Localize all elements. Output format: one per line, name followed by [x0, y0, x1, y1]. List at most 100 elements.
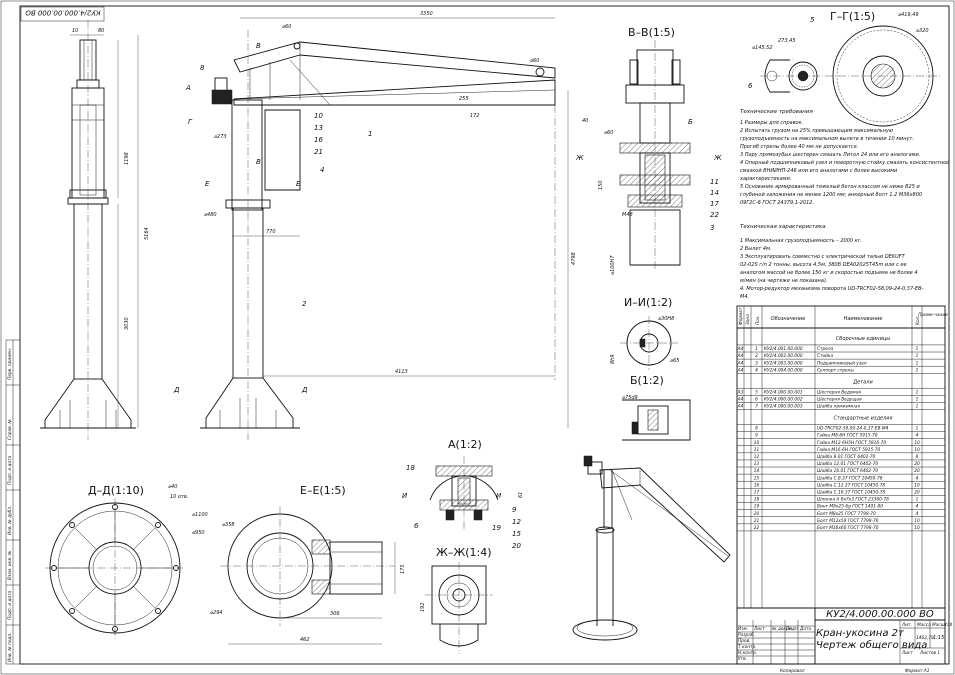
section-vv: В–В(1:5) 40 ⌀60 150 M48 ⌀100H7 Б Ж Ж 11 …: [575, 26, 722, 275]
side-label-3: Инв. № дубл.: [7, 506, 13, 535]
dim-vv-d60: ⌀60: [604, 130, 613, 136]
spec-cell-pos: 10: [754, 440, 760, 446]
spec-cell-qty: 4: [916, 511, 919, 517]
section-gg: Г–Г(1:5) ⌀419,49 ⌀320 ⌀145,52 273,45 5 6: [748, 10, 940, 127]
view-title-gg: Г–Г(1:5): [830, 10, 875, 23]
spec-cell-pos: 12: [754, 454, 760, 460]
char-line-5: аналогом массой не более 150 кг и скорос…: [740, 270, 918, 276]
char-line-4: 02-02S г/п 2 тонны, высота 4,5м, 380В DE…: [740, 262, 907, 268]
title-name-1: Кран-укосина 2т: [816, 628, 905, 639]
spec-cell-qty: 1: [916, 367, 919, 373]
side-view: 10 80 1198 3030 5164: [40, 20, 150, 440]
spec-cell-name: Стойка: [817, 353, 834, 359]
title-sheet: Лист: [901, 650, 913, 656]
title-role-ncontr: Н.контр.: [738, 650, 757, 656]
side-label-4: Взам. инв. №: [7, 550, 13, 580]
sec-letter-d: Д: [173, 386, 180, 394]
spec-cell-name: Шайба С.16.37 ГОСТ 10450-78: [817, 490, 885, 496]
note-line-1: 1 Размеры для справок.: [740, 120, 803, 126]
spec-cell-pos: 11: [754, 447, 760, 453]
spec-cell-qty: 10: [914, 525, 920, 531]
dim-vv-150: 150: [598, 180, 604, 190]
spec-cell-pos: 8: [755, 426, 758, 432]
dim-gg-d145: ⌀145,52: [752, 45, 773, 51]
spec-cell-format: A4: [737, 404, 744, 410]
char-line-2: 2 Вылет 4м.: [740, 246, 771, 252]
spec-cell-qty: 1: [916, 346, 919, 352]
note-line-4: Прогиб стрелы более 40 мм не допускается…: [740, 144, 858, 150]
dim-ii-d65: ⌀65: [670, 358, 679, 364]
spec-cell-name: Гайка М8-6Н ГОСТ 5915-70: [817, 433, 878, 439]
spec-cell-designation: КУ2/4.002.00.000: [764, 353, 803, 359]
spec-cell-name: Шайба 8.01 ГОСТ 6402-70: [817, 454, 876, 460]
section-b: Б(1:2) ⌀75d9: [622, 374, 691, 441]
title-scale-hdr: Масштаб: [932, 622, 953, 628]
spec-cell-name: Гайка М16-6Н ГОСТ 5915-70: [817, 447, 880, 453]
spec-cell-qty: 20: [914, 461, 920, 467]
dim-ee-d358: ⌀358: [222, 522, 235, 528]
notes-block: Технические требования 1 Размеры для спр…: [739, 109, 950, 300]
view-title-zz: Ж–Ж(1:4): [436, 546, 491, 559]
dim-gg-273: 273,45: [778, 38, 796, 44]
callout-21: 21: [314, 148, 323, 156]
spec-cell-name: Шайба прижимная: [817, 404, 860, 410]
sec-letter-a: А: [185, 84, 191, 92]
dim-total-length: 3350: [420, 11, 433, 17]
side-label-5: Подп. и дата: [7, 590, 13, 620]
section-ee: Е–Е(1:5) ⌀358 ⌀294 306 462 175: [210, 484, 406, 645]
callout-vv-14: 14: [710, 189, 719, 197]
view-title-bb: Б(1:2): [630, 374, 664, 387]
inner-frame: [19, 5, 950, 665]
spec-cell-format: A4: [737, 367, 744, 373]
spec-cell-qty: 1: [916, 426, 919, 432]
footer-format: Формат A1: [905, 668, 930, 674]
title-role-dev: Разраб.: [738, 632, 755, 638]
spec-hdr-note: Приме-чание: [918, 312, 948, 318]
callout-1: 1: [368, 130, 372, 138]
spec-cell-qty: 1: [916, 353, 919, 359]
title-code: КУ2/4.000.00.000 ВО: [826, 609, 934, 620]
title-role-izm: Изм.: [738, 626, 748, 632]
view-title-ee: Е–Е(1:5): [300, 484, 346, 497]
title-name-2: Чертеж общего вида: [816, 639, 927, 651]
sec-letter-i-r: И: [496, 492, 502, 500]
callout-8: 8: [200, 64, 205, 72]
spec-cell-name: Винт М8х25-6g ГОСТ 1491-80: [817, 504, 883, 510]
spec-cell-pos: 18: [754, 497, 760, 503]
title-role-list: Лист: [753, 626, 765, 632]
dim-aa-61: 61: [518, 492, 524, 498]
spec-cell-format: A4: [737, 346, 744, 352]
spec-cell-name: Стрела: [817, 346, 834, 352]
side-label-0: Перв. примен.: [7, 348, 13, 380]
spec-cell-name: UD-TRCF02-58,09-24-0,37-EB-M4: [817, 426, 889, 432]
spec-section-title: Стандартные изделия: [833, 416, 892, 422]
dim-total-h: 5164: [144, 227, 150, 240]
spec-cell-format: A4: [737, 360, 744, 366]
dim-d273: ⌀273: [214, 134, 227, 140]
notes-heading-1: Технические требования: [740, 109, 813, 115]
note-line-3: грузоподъемность на максимальном вылете …: [740, 136, 914, 142]
spec-cell-format: A3: [737, 389, 744, 395]
section-ii: И–И(1:2) ⌀30H8 ⌀65 8h9: [610, 296, 679, 370]
sec-letter-g: Г: [188, 118, 193, 126]
spec-cell-designation: КУ2/4.003.00.000: [764, 360, 803, 366]
dim-vv-m48: M48: [622, 212, 633, 218]
spec-cell-name: Шайба С.8.37 ГОСТ 10450-78: [817, 475, 883, 481]
view-title-ii: И–И(1:2): [624, 296, 672, 309]
char-line-1: 1 Максимальная грузоподъемность – 2000 к…: [740, 238, 862, 244]
title-block: КУ2/4.000.00.000 ВО Кран-укосина 2т Черт…: [736, 607, 953, 674]
sec-letter-d-r: Д: [301, 386, 308, 394]
dim-gg-d419: ⌀419,49: [898, 12, 919, 18]
dim-d60-top: ⌀60: [282, 24, 291, 30]
note-line-6: 4 Опорный подшипниковый узел и поворотну…: [740, 160, 950, 166]
spec-cell-pos: 2: [755, 353, 758, 359]
spec-cell-name: Шпонка A 8х7х3 ГОСТ 23360-78: [817, 497, 889, 503]
spec-hdr-designation: Обозначение: [771, 316, 806, 322]
spec-cell-pos: 14: [754, 468, 760, 474]
spec-cell-qty: 10: [914, 482, 920, 488]
dim-ii-8h9: 8h9: [610, 354, 616, 364]
side-label-6: Инв. № подл.: [7, 632, 13, 662]
spec-cell-pos: 1: [755, 346, 758, 352]
